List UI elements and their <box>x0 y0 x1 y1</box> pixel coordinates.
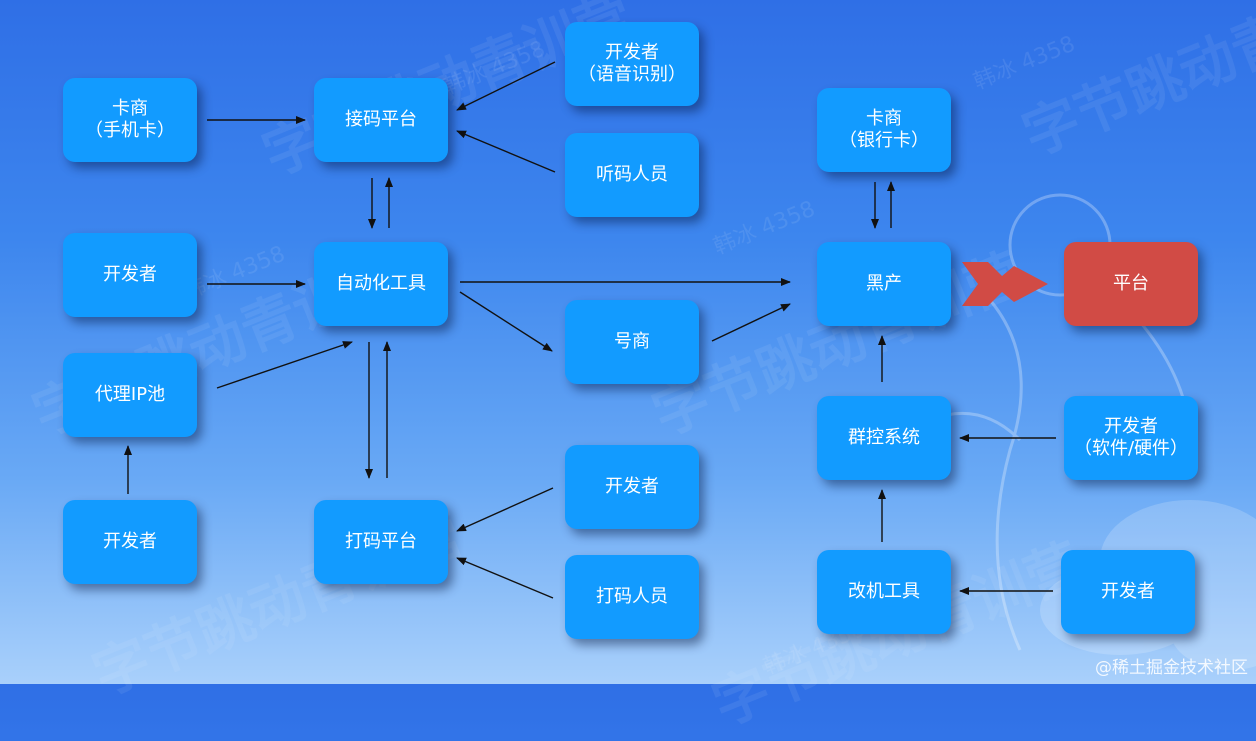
node-label: 接码平台 <box>345 109 417 130</box>
dev-proxy-node[interactable]: 开发者 <box>63 500 197 584</box>
node-sublabel: （手机卡） <box>85 120 175 141</box>
node-label: 开发者 <box>605 476 659 497</box>
node-label: 平台 <box>1113 273 1149 294</box>
attack-arrow-icon <box>962 262 1048 306</box>
captcha-worker-node[interactable]: 打码人员 <box>565 555 699 639</box>
account-dealer-node[interactable]: 号商 <box>565 300 699 384</box>
node-label: 卡商 <box>866 108 902 129</box>
edge-automation-to-account <box>459 291 553 352</box>
proxy-pool-node[interactable]: 代理IP池 <box>63 353 197 437</box>
edge-layer <box>124 61 1056 599</box>
node-label: 开发者 <box>103 264 157 285</box>
platform-node[interactable]: 平台 <box>1064 242 1198 326</box>
node-label: 听码人员 <box>596 164 668 185</box>
node-sublabel: （软件/硬件） <box>1073 438 1189 459</box>
automation-tool-node[interactable]: 自动化工具 <box>314 242 448 326</box>
node-label: 卡商 <box>112 98 148 119</box>
device-mod-tool-node[interactable]: 改机工具 <box>817 550 951 634</box>
node-label: 改机工具 <box>848 581 920 602</box>
dev-captcha-node[interactable]: 开发者 <box>565 445 699 529</box>
card-dealer-sim-node[interactable]: 卡商 （手机卡） <box>63 78 197 162</box>
node-label: 自动化工具 <box>336 273 426 294</box>
node-label: 打码人员 <box>596 586 668 607</box>
node-label: 开发者 <box>1101 581 1155 602</box>
black-industry-node[interactable]: 黑产 <box>817 242 951 326</box>
edge-devvoice-to-codeplatform <box>456 61 556 111</box>
dev-mod-node[interactable]: 开发者 <box>1061 550 1195 634</box>
captcha-platform-node[interactable]: 打码平台 <box>314 500 448 584</box>
node-label: 群控系统 <box>848 427 920 448</box>
code-listener-node[interactable]: 听码人员 <box>565 133 699 217</box>
node-sublabel: （语音识别） <box>578 64 686 85</box>
node-label: 开发者 <box>605 42 659 63</box>
node-sublabel: （银行卡） <box>839 130 929 151</box>
node-label: 打码平台 <box>345 531 417 552</box>
node-label: 代理IP池 <box>94 384 166 405</box>
dev-hw-node[interactable]: 开发者 （软件/硬件） <box>1064 396 1198 480</box>
card-dealer-bank-node[interactable]: 卡商 （银行卡） <box>817 88 951 172</box>
node-label: 开发者 <box>103 531 157 552</box>
node-label: 黑产 <box>866 273 902 294</box>
code-platform-node[interactable]: 接码平台 <box>314 78 448 162</box>
edge-proxy-to-automation <box>216 341 353 389</box>
dev-voice-node[interactable]: 开发者 （语音识别） <box>565 22 699 106</box>
node-label: 号商 <box>614 331 650 352</box>
dev-automation-node[interactable]: 开发者 <box>63 233 197 317</box>
group-control-node[interactable]: 群控系统 <box>817 396 951 480</box>
credit-watermark: @稀土掘金技术社区 <box>1095 658 1248 678</box>
edge-listener-to-codeplatform <box>456 130 556 173</box>
node-label: 开发者 <box>1104 416 1158 437</box>
edge-worker-to-captchaplatform <box>456 557 554 599</box>
edge-account-to-black <box>711 303 791 342</box>
edge-devcaptcha-to-captchaplatform <box>456 487 554 532</box>
